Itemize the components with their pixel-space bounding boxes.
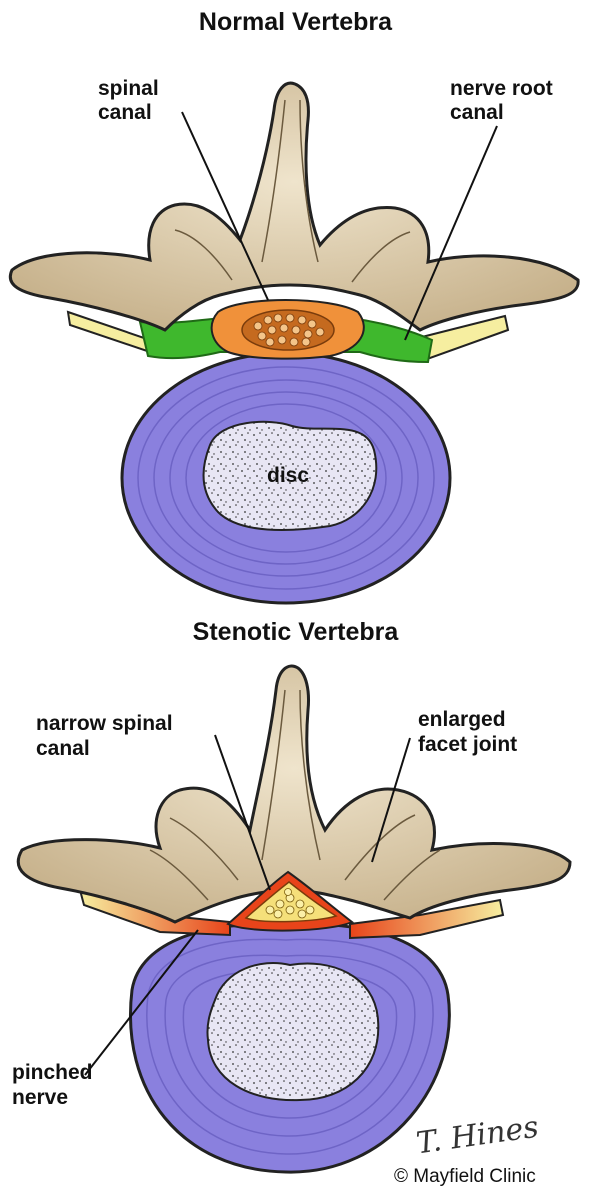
narrow-spinal-canal-label-line2: canal: [36, 737, 90, 761]
normal-spinal-canal: [212, 300, 364, 359]
copyright-notice: © Mayfield Clinic: [394, 1166, 536, 1188]
nerve-root-canal-label-line1: nerve root: [450, 77, 553, 101]
enlarged-facet-joint-label-line1: enlarged: [418, 708, 506, 732]
stenotic-vertebra-title: Stenotic Vertebra: [0, 618, 591, 647]
spinal-canal-label-line1: spinal: [98, 77, 159, 101]
pinched-nerve-label-line1: pinched: [12, 1061, 93, 1085]
normal-vertebra-title: Normal Vertebra: [0, 8, 591, 37]
pinched-nerve-label-line2: nerve: [12, 1086, 68, 1110]
spinal-canal-label-line2: canal: [98, 101, 152, 125]
stenotic-disc: [130, 924, 449, 1172]
disc-label: disc: [267, 464, 309, 488]
narrow-spinal-canal-label-line1: narrow spinal: [36, 712, 173, 736]
nerve-root-canal-label-line2: canal: [450, 101, 504, 125]
stenotic-disc-nucleus: [207, 963, 378, 1100]
normal-vertebra: [10, 83, 578, 603]
enlarged-facet-joint-label-line2: facet joint: [418, 733, 517, 757]
